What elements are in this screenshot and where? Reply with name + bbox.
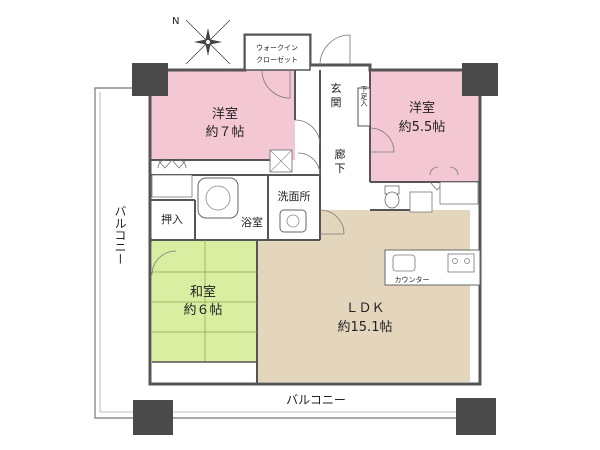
balcony-left-label: バルコニー: [113, 205, 127, 265]
shoe-storage-label: 下足入: [360, 86, 368, 107]
folding-door-room1: [157, 159, 187, 169]
ldk-name: ＬＤＫ: [345, 301, 384, 316]
ldk-area: [257, 210, 470, 382]
japanese-room-size: 約６帖: [183, 303, 222, 318]
stove-burner-2: [464, 258, 470, 264]
bathroom-label: 浴室: [241, 215, 263, 229]
hallway-label-2: 下: [335, 162, 346, 175]
western-room-1-area: [150, 70, 295, 160]
japanese-room-area: [152, 240, 257, 362]
western-room-1-size: 約７帖: [205, 125, 244, 140]
counter-label: カウンター: [395, 275, 430, 284]
washbasin: [279, 209, 307, 233]
column-top-right: [462, 63, 498, 96]
column-bottom-left: [133, 400, 173, 435]
stove-burner-1: [452, 258, 458, 264]
door-swing-wash: [297, 152, 321, 176]
japanese-room-name: 和室: [190, 284, 216, 300]
door-swing-ldk: [319, 209, 345, 235]
ldk-size: 約15.1帖: [338, 320, 393, 335]
walk-in-closet-label-1: ウォークイン: [256, 44, 298, 52]
entrance-label-2: 関: [331, 96, 342, 109]
compass-icon: [185, 19, 231, 65]
shoe-storage-box: [357, 87, 371, 127]
walk-in-closet-box: [244, 34, 311, 71]
column-top-left: [132, 63, 168, 96]
kitchen-counter: [384, 249, 481, 286]
closet-shelf-left: [151, 174, 193, 198]
western-room-1-name: 洋室: [212, 106, 238, 122]
washroom-label: 洗面所: [278, 190, 311, 203]
western-room-2-area: [370, 70, 480, 182]
balcony-inner-line: [99, 92, 472, 413]
western-room-2-size: 約5.5帖: [399, 120, 446, 135]
kitchen-sink: [392, 254, 416, 272]
door-swing-room2: [369, 127, 395, 153]
door-swing-japanese: [151, 250, 177, 276]
door-swing-room1-hall: [294, 119, 321, 146]
door-swing-room1-top: [261, 69, 291, 99]
closet-shelf-right: [439, 181, 479, 205]
bathtub-drain: [205, 185, 231, 211]
compass-north-label: N: [172, 16, 179, 27]
bathtub: [197, 177, 239, 219]
washbasin-bowl: [286, 214, 300, 228]
kitchen-stove: [447, 253, 475, 273]
washing-machine-cross: [269, 149, 293, 173]
hallway-label-1: 廊: [335, 147, 346, 161]
column-bottom-right: [456, 398, 496, 435]
refrigerator-space: [409, 191, 433, 213]
closet-label: 押入: [161, 212, 183, 226]
entrance-label-1: 玄: [331, 81, 342, 95]
toilet-bowl: [384, 191, 400, 209]
door-swing-entrance: [319, 34, 351, 66]
walk-in-closet-label-2: クローゼット: [256, 55, 298, 64]
balcony-bottom-label: バルコニー: [286, 393, 346, 407]
tatami-grid: [152, 240, 257, 362]
western-room-2-name: 洋室: [409, 100, 435, 116]
